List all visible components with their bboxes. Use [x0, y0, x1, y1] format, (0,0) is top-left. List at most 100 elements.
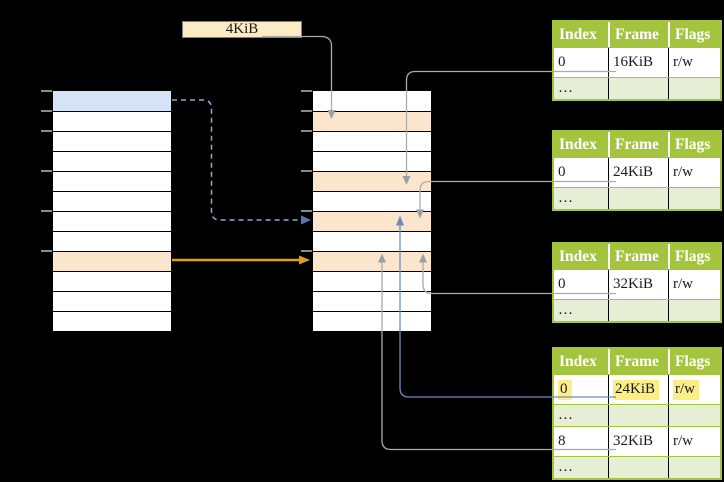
- cell-empty: [668, 300, 720, 321]
- memory-cell-white: [53, 131, 171, 151]
- cell-empty: [668, 78, 720, 99]
- memory-cell-white: [53, 191, 171, 211]
- memory-cell-white: [53, 231, 171, 251]
- cell-ellipsis: …: [554, 405, 608, 426]
- header-frame: Frame: [608, 22, 668, 47]
- memory-cell-white: [313, 151, 431, 171]
- cell-flags: r/w: [668, 48, 720, 77]
- cell-empty: [608, 405, 668, 426]
- cell-empty: [608, 188, 668, 209]
- table-row: 0 32KiB r/w: [554, 270, 720, 299]
- memory-cell-white: [53, 271, 171, 291]
- header-flags: Flags: [668, 349, 720, 374]
- arrow-virtual-page-mapped: [172, 255, 310, 265]
- table-row-ellipsis: …: [554, 300, 720, 321]
- table-header-row: Index Frame Flags: [554, 22, 720, 47]
- address-tick: [301, 130, 312, 132]
- cell-empty: [608, 300, 668, 321]
- header-flags: Flags: [668, 132, 720, 157]
- cell-empty: [668, 457, 720, 478]
- table-row-ellipsis: …: [554, 188, 720, 209]
- cell-empty: [668, 405, 720, 426]
- cell-flags: r/w: [668, 375, 720, 404]
- memory-cell-white: [313, 91, 431, 111]
- cell-index: 0: [554, 375, 608, 404]
- header-frame: Frame: [608, 349, 668, 374]
- memory-cell-orange: [53, 251, 171, 271]
- cell-ellipsis: …: [554, 457, 608, 478]
- memory-cell-white: [53, 171, 171, 191]
- header-flags: Flags: [668, 244, 720, 269]
- address-tick: [41, 130, 52, 132]
- cell-flags: r/w: [668, 270, 720, 299]
- header-index: Index: [559, 352, 597, 370]
- table-row-ellipsis: …: [554, 405, 720, 426]
- arrow-virtual-page-dashed: [172, 99, 311, 225]
- header-index: Index: [559, 25, 597, 43]
- memory-cell-white: [313, 191, 431, 211]
- highlighted-value: r/w: [673, 379, 699, 400]
- memory-cell-orange: [313, 251, 431, 271]
- address-tick: [41, 170, 52, 172]
- memory-cell-white: [53, 151, 171, 171]
- cell-frame: 24KiB: [608, 158, 668, 187]
- physical-memory-column: [301, 90, 432, 332]
- table-row-highlighted: 0 24KiB r/w: [554, 375, 720, 404]
- address-tick: [301, 210, 312, 212]
- cell-frame: 32KiB: [608, 427, 668, 456]
- cell-index: 0: [554, 48, 608, 77]
- memory-cell-white: [313, 271, 431, 291]
- address-tick: [301, 170, 312, 172]
- cell-frame: 24KiB: [608, 375, 668, 404]
- table-row: 8 32KiB r/w: [554, 427, 720, 456]
- cell-empty: [608, 78, 668, 99]
- memory-cell-white: [53, 211, 171, 231]
- page-table-3: Index Frame Flags 0 32KiB r/w …: [552, 242, 722, 323]
- memory-cell-orange: [313, 111, 431, 131]
- page-size-label-box: 4KiB: [182, 21, 302, 38]
- memory-cell-white: [313, 311, 431, 331]
- memory-cell-white: [313, 131, 431, 151]
- table-row: 0 16KiB r/w: [554, 48, 720, 77]
- cell-empty: [608, 457, 668, 478]
- virtual-memory-column: [41, 90, 172, 332]
- highlighted-value: 0: [558, 379, 572, 400]
- cell-frame: 32KiB: [608, 270, 668, 299]
- cell-ellipsis: …: [554, 188, 608, 209]
- cell-index: 8: [554, 427, 608, 456]
- table-header-row: Index Frame Flags: [554, 132, 720, 157]
- memory-cell-white: [53, 291, 171, 311]
- cell-empty: [668, 188, 720, 209]
- table-header-row: Index Frame Flags: [554, 349, 720, 374]
- header-frame: Frame: [608, 132, 668, 157]
- cell-ellipsis: …: [554, 78, 608, 99]
- table-row-ellipsis: …: [554, 78, 720, 99]
- cell-flags: r/w: [668, 427, 720, 456]
- address-tick: [301, 110, 312, 112]
- memory-cell-orange: [313, 171, 431, 191]
- address-tick: [41, 250, 52, 252]
- memory-cell-white: [313, 231, 431, 251]
- memory-cell-blue: [53, 91, 171, 111]
- cell-index: 0: [554, 158, 608, 187]
- address-tick: [41, 210, 52, 212]
- highlighted-value: 24KiB: [613, 379, 660, 400]
- address-tick: [301, 90, 312, 92]
- memory-cell-white: [53, 111, 171, 131]
- table-header-row: Index Frame Flags: [554, 244, 720, 269]
- memory-cell-orange: [313, 211, 431, 231]
- memory-cell-white: [53, 311, 171, 331]
- cell-index: 0: [554, 270, 608, 299]
- cell-flags: r/w: [668, 158, 720, 187]
- header-frame: Frame: [608, 244, 668, 269]
- address-tick: [41, 90, 52, 92]
- address-tick: [41, 110, 52, 112]
- header-index: Index: [559, 135, 597, 153]
- header-index: Index: [559, 247, 597, 265]
- header-flags: Flags: [668, 22, 720, 47]
- address-tick: [301, 250, 312, 252]
- cell-frame: 16KiB: [608, 48, 668, 77]
- table-row: 0 24KiB r/w: [554, 158, 720, 187]
- page-table-2: Index Frame Flags 0 24KiB r/w …: [552, 130, 722, 211]
